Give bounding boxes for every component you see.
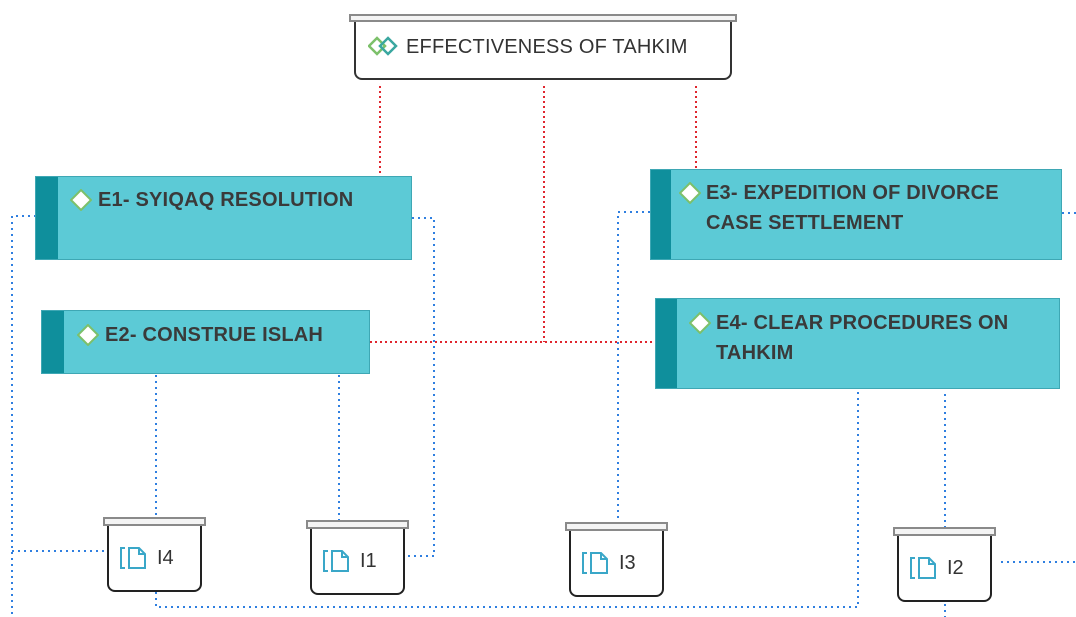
node-e1-label: E1- SYIQAQ RESOLUTION — [98, 189, 354, 211]
item-i1-tab — [306, 520, 409, 529]
node-e3[interactable]: E3- EXPEDITION OF DIVORCE CASE SETTLEMEN… — [650, 169, 1062, 260]
red-connectors — [370, 86, 697, 343]
item-i4-label: I4 — [157, 546, 174, 569]
item-i3-label: I3 — [619, 551, 636, 574]
blue-connectors — [11, 211, 1076, 617]
item-i1[interactable]: I1 — [306, 520, 409, 595]
root-node-tab — [349, 14, 737, 22]
root-node-label: EFFECTIVENESS OF TAHKIM — [406, 36, 688, 58]
item-i2-label: I2 — [947, 556, 964, 579]
node-e2[interactable]: E2- CONSTRUE ISLAH — [41, 310, 370, 374]
diamond-icon — [77, 324, 99, 346]
item-i3-body[interactable]: I3 — [569, 531, 664, 597]
document-bracket-icon — [120, 547, 146, 569]
node-e2-stripe — [42, 311, 64, 373]
node-e2-label: E2- CONSTRUE ISLAH — [105, 324, 324, 346]
item-i3-tab — [565, 522, 668, 531]
diamond-icon — [70, 189, 92, 211]
item-i1-label: I1 — [360, 549, 377, 572]
diamond-icon — [679, 182, 701, 204]
node-e3-label-line1: E3- EXPEDITION OF DIVORCE — [706, 182, 999, 204]
item-i2[interactable]: I2 — [893, 527, 996, 602]
node-e4[interactable]: E4- CLEAR PROCEDURES ON TAHKIM — [655, 298, 1060, 389]
node-e1[interactable]: E1- SYIQAQ RESOLUTION — [35, 176, 412, 260]
diamond-icon — [689, 312, 711, 334]
node-e3-stripe — [651, 170, 671, 259]
document-bracket-icon — [910, 557, 936, 579]
node-e4-label-line1: E4- CLEAR PROCEDURES ON — [716, 312, 1009, 334]
root-node-body[interactable]: EFFECTIVENESS OF TAHKIM — [354, 22, 732, 80]
item-i4[interactable]: I4 — [103, 517, 206, 592]
item-i4-tab — [103, 517, 206, 526]
item-i2-body[interactable]: I2 — [897, 536, 992, 602]
double-diamond-icon — [368, 36, 398, 56]
document-bracket-icon — [323, 550, 349, 572]
document-bracket-icon — [582, 552, 608, 574]
node-e4-stripe — [656, 299, 677, 388]
node-e4-label-line2: TAHKIM — [716, 342, 794, 364]
item-i1-body[interactable]: I1 — [310, 529, 405, 595]
item-i2-tab — [893, 527, 996, 536]
item-i4-body[interactable]: I4 — [107, 526, 202, 592]
root-node[interactable]: EFFECTIVENESS OF TAHKIM — [349, 14, 737, 80]
node-e1-stripe — [36, 177, 58, 259]
node-e3-label-line2: CASE SETTLEMENT — [706, 212, 904, 234]
item-i3[interactable]: I3 — [565, 522, 668, 597]
